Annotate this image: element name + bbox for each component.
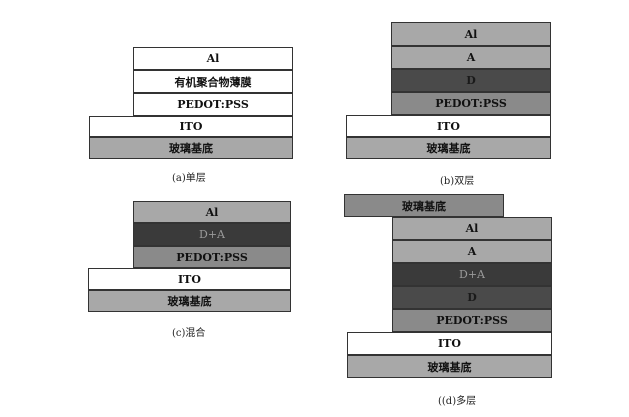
panel-a-caption: (a)单层 — [172, 173, 206, 184]
panel-a-ito-layer: ITO — [89, 116, 293, 137]
panel-d-al-layer: Al — [392, 217, 552, 240]
panel-c-da-layer: D+A — [133, 223, 291, 246]
panel-b-pedot-layer: PEDOT:PSS — [391, 92, 551, 115]
panel-c-glass-layer: 玻璃基底 — [88, 290, 291, 312]
panel-a-pedot-layer: PEDOT:PSS — [133, 93, 293, 116]
panel-d-d-layer: D — [392, 286, 552, 309]
panel-d-top-glass-layer: 玻璃基底 — [344, 194, 504, 217]
panel-d-ito-layer: ITO — [347, 332, 552, 355]
panel-a-al-layer: Al — [133, 47, 293, 70]
panel-d-a-layer: A — [392, 240, 552, 263]
panel-b-a-layer: A — [391, 46, 551, 69]
panel-b-ito-layer: ITO — [346, 115, 551, 137]
panel-d-caption: ((d)多层 — [438, 396, 477, 407]
panel-c-caption: (c)混合 — [172, 328, 206, 339]
panel-c-ito-layer: ITO — [88, 268, 291, 290]
panel-c-pedot-layer: PEDOT:PSS — [133, 246, 291, 268]
panel-b-d-layer: D — [391, 69, 551, 92]
panel-a-organic-layer: 有机聚合物薄膜 — [133, 70, 293, 93]
panel-b-caption: (b)双层 — [440, 176, 475, 187]
panel-a-glass-layer: 玻璃基底 — [89, 137, 293, 159]
panel-b-al-layer: Al — [391, 22, 551, 46]
panel-d-da-layer: D+A — [392, 263, 552, 286]
panel-d-pedot-layer: PEDOT:PSS — [392, 309, 552, 332]
panel-b-glass-layer: 玻璃基底 — [346, 137, 551, 159]
panel-d-glass-layer: 玻璃基底 — [347, 355, 552, 378]
panel-c-al-layer: Al — [133, 201, 291, 223]
